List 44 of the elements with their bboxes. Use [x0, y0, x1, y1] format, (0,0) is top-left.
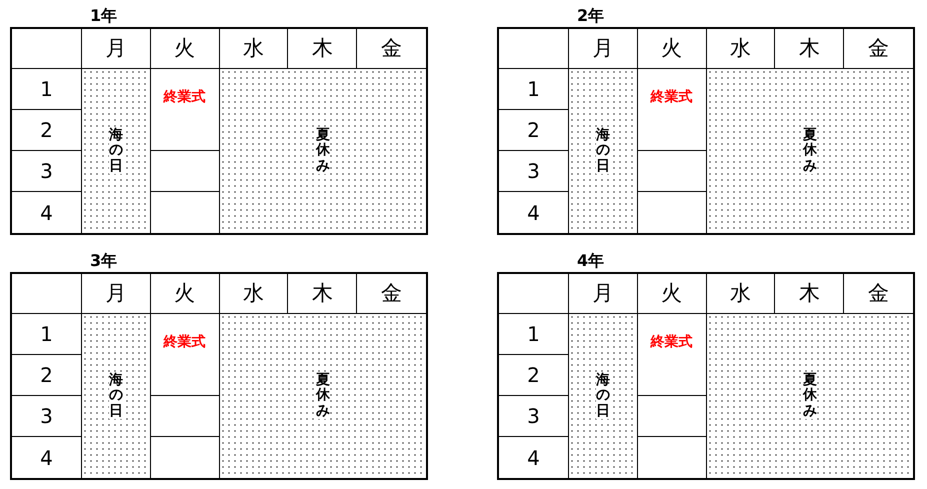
period-number: 1 — [499, 69, 569, 110]
period-number: 3 — [499, 151, 569, 192]
holiday-text: 海の日 — [596, 128, 610, 174]
holiday-text: 海の日 — [596, 372, 610, 420]
period-number: 2 — [499, 110, 569, 151]
period-number: 2 — [12, 110, 82, 151]
weekday-header: 水 — [220, 274, 288, 314]
ceremony-text: 終業式 — [164, 334, 206, 351]
weekday-header: 火 — [638, 29, 707, 69]
weekday-header: 月 — [569, 274, 638, 314]
weekday-header: 水 — [220, 29, 288, 69]
weekday-header: 月 — [82, 274, 151, 314]
vacation-text: 夏休み — [316, 128, 330, 174]
weekday-header: 月 — [82, 29, 151, 69]
grade-title: 3年 — [90, 252, 118, 270]
vacation-text: 夏休み — [316, 372, 330, 420]
period-number: 1 — [12, 314, 82, 355]
holiday-text: 海の日 — [108, 128, 123, 174]
weekday-header: 火 — [150, 29, 220, 69]
holiday-text: 海の日 — [108, 372, 123, 420]
period-number: 1 — [12, 69, 82, 110]
weekday-header: 木 — [288, 274, 358, 314]
vacation-text: 夏休み — [802, 372, 817, 420]
grade-title: 1年 — [90, 7, 118, 25]
ceremony-text: 終業式 — [164, 89, 206, 106]
period-number: 2 — [499, 355, 569, 396]
ceremony-text: 終業式 — [650, 334, 693, 351]
period-number: 3 — [12, 151, 82, 192]
weekday-header: 水 — [706, 29, 776, 69]
grade-title: 2年 — [577, 7, 604, 25]
weekday-header: 火 — [150, 274, 220, 314]
weekday-header: 火 — [638, 274, 707, 314]
weekday-header: 木 — [775, 274, 844, 314]
period-number: 1 — [499, 314, 569, 355]
period-number: 3 — [499, 396, 569, 437]
period-number: 2 — [12, 355, 82, 396]
ceremony-text: 終業式 — [650, 89, 693, 106]
weekday-header: 木 — [775, 29, 844, 69]
period-number: 3 — [12, 396, 82, 437]
weekday-header: 水 — [706, 274, 776, 314]
grade-title: 4年 — [577, 252, 604, 270]
vacation-text: 夏休み — [802, 128, 817, 174]
weekday-header: 月 — [569, 29, 638, 69]
weekday-header: 木 — [288, 29, 358, 69]
